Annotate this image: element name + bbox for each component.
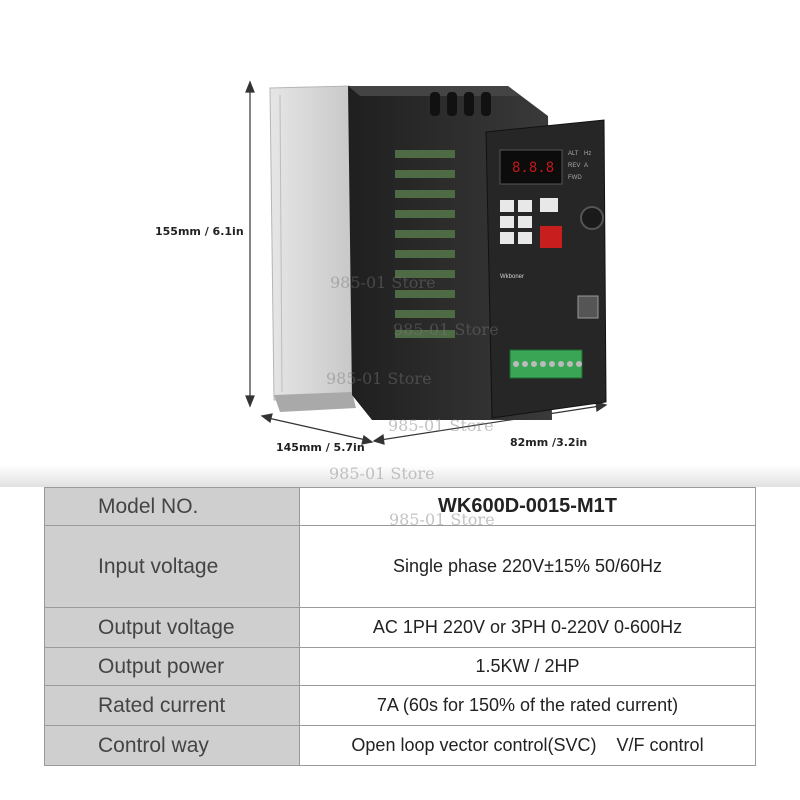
- indicator-rev: REV: [568, 163, 580, 169]
- control-knob: [580, 206, 604, 230]
- table-row: Output voltage AC 1PH 220V or 3PH 0-220V…: [44, 607, 756, 648]
- watermark: 985-01 Store: [329, 464, 435, 483]
- side-vents: [395, 150, 455, 338]
- indicator-hz: Hz: [584, 151, 591, 157]
- spec-value-control-way: Open loop vector control(SVC) V/F contro…: [299, 725, 756, 766]
- height-dimension-line: [245, 80, 255, 408]
- spec-label-rated-current: Rated current: [44, 685, 300, 726]
- spec-label-output-power: Output power: [44, 647, 300, 686]
- watermark: 985-01 Store: [393, 320, 499, 339]
- stop-button-graphic: [540, 226, 562, 248]
- watermark: 985-01 Store: [388, 416, 494, 435]
- table-row: Control way Open loop vector control(SVC…: [44, 725, 756, 766]
- spec-label-model: Model NO.: [44, 487, 300, 526]
- watermark: 985-01 Store: [326, 369, 432, 388]
- table-row: Model NO. WK600D-0015-M1T: [44, 487, 756, 526]
- depth-dimension-line: [372, 401, 608, 445]
- width-dimension-line: [260, 413, 374, 445]
- spec-table: Model NO. WK600D-0015-M1T Input voltage …: [44, 487, 756, 766]
- spec-label-input-voltage: Input voltage: [44, 525, 300, 608]
- table-row: Rated current 7A (60s for 150% of the ra…: [44, 685, 756, 726]
- watermark: 985-01 Store: [389, 510, 495, 529]
- height-dimension-label: 155mm / 6.1in: [155, 225, 244, 238]
- heatsink: [269, 85, 356, 412]
- table-row: Output power 1.5KW / 2HP: [44, 647, 756, 686]
- spec-label-control-way: Control way: [44, 725, 300, 766]
- table-shadow: [0, 465, 800, 487]
- indicator-alt: ALT: [568, 151, 579, 157]
- indicator-a: A: [584, 163, 588, 169]
- brand-label: Wkboner: [500, 274, 524, 280]
- led-display: [499, 149, 563, 185]
- inverter-illustration: 8.8.8 ALT Hz REV A FWD Wkboner: [245, 80, 608, 445]
- spec-value-rated-current: 7A (60s for 150% of the rated current): [299, 685, 756, 726]
- spec-value-output-power: 1.5KW / 2HP: [299, 647, 756, 686]
- watermark: 985-01 Store: [330, 273, 436, 292]
- svg-text:8.8.8: 8.8.8: [512, 160, 554, 176]
- rj45-port: [577, 295, 599, 319]
- depth-dimension-label: 82mm /3.2in: [510, 436, 588, 449]
- spec-value-input-voltage: Single phase 220V±15% 50/60Hz: [299, 525, 756, 608]
- width-dimension-label: 145mm / 5.7in: [276, 441, 365, 454]
- spec-label-output-voltage: Output voltage: [44, 607, 300, 648]
- spec-value-model: WK600D-0015-M1T: [299, 487, 756, 526]
- table-row: Input voltage Single phase 220V±15% 50/6…: [44, 525, 756, 608]
- indicator-fwd: FWD: [568, 175, 582, 181]
- spec-value-output-voltage: AC 1PH 220V or 3PH 0-220V 0-600Hz: [299, 607, 756, 648]
- front-panel: 8.8.8 ALT Hz REV A FWD Wkboner: [485, 119, 607, 419]
- product-image-area: 8.8.8 ALT Hz REV A FWD Wkboner: [155, 80, 608, 483]
- keypad: [500, 198, 562, 248]
